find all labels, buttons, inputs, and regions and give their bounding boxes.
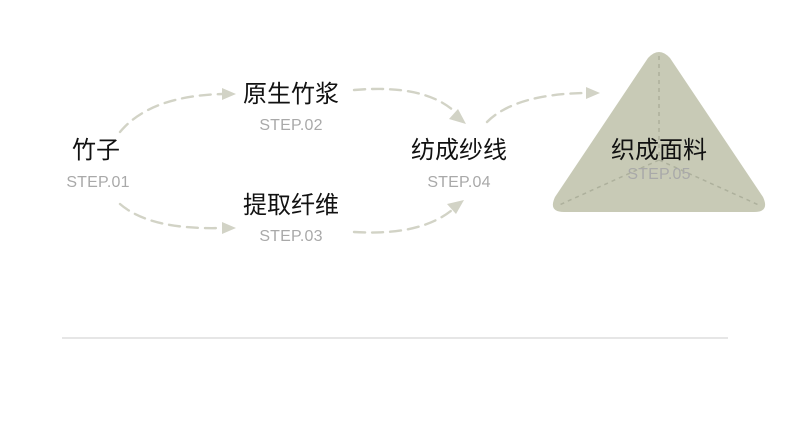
arrow-01-to-02 (118, 88, 236, 134)
fabric-triangle-shape (552, 52, 766, 212)
arrow-02-to-04 (352, 87, 466, 124)
arrow-04-to-05 (485, 87, 600, 124)
step-01-code: STEP.01 (66, 174, 129, 191)
step-04: 纺成纱线 STEP.04 (411, 136, 507, 191)
step-03-name: 提取纤维 (243, 191, 339, 219)
step-02-code: STEP.02 (259, 117, 322, 134)
step-02: 原生竹浆 STEP.02 (243, 80, 339, 134)
step-04-code: STEP.04 (427, 174, 490, 191)
step-05: 织成面料 STEP.05 (611, 136, 707, 183)
step-03-code: STEP.03 (259, 228, 322, 245)
arrow-03-to-04 (352, 200, 464, 234)
step-04-name: 纺成纱线 (411, 136, 507, 164)
step-05-name: 织成面料 (611, 136, 707, 164)
step-03: 提取纤维 STEP.03 (243, 191, 339, 245)
arrow-01-to-03 (118, 202, 236, 234)
step-05-code: STEP.05 (627, 166, 690, 183)
step-02-name: 原生竹浆 (243, 80, 339, 108)
step-01: 竹子 STEP.01 (66, 136, 129, 191)
step-01-name: 竹子 (72, 136, 120, 164)
